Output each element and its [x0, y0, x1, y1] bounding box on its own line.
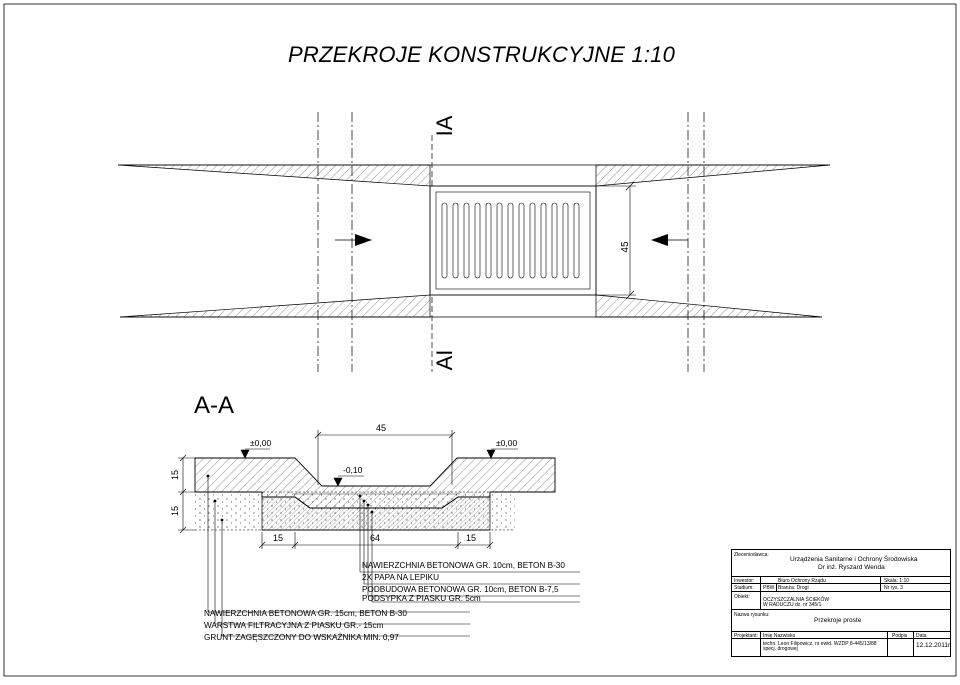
- title-block: Zleceniodawca: Urządzenia Sanitarne i Oc…: [731, 549, 952, 657]
- tb-stadium: PBW: [763, 585, 775, 591]
- section-label: A-A: [194, 392, 235, 419]
- tb-obiekt-2: W RADUCZU dz. nr 345/1: [763, 602, 822, 608]
- grating-inner: [435, 191, 591, 290]
- tb-row-inwestor: Inwestor: Biuro Ochrony Rządu Skala: 1:1…: [732, 576, 950, 584]
- dim-bottom-1: 15: [273, 533, 283, 543]
- dim-top-value: 45: [376, 423, 386, 433]
- tb-obiekt-1: OCZYSZCZALNIA ŚCIEKÓW: [763, 597, 830, 603]
- level-mid-value: -0,10: [343, 465, 363, 475]
- tb-zleceniodawca-1: Urządzenia Sanitarne i Ochrony Środowisk…: [790, 556, 918, 563]
- dim-bottom-2: 64: [370, 533, 380, 543]
- tb-row-nazwa: Nazwa rysunku: Przekroje proste: [732, 609, 950, 631]
- legend-channel-4: PODSYPKA Z PIASKU GR. 5cm: [362, 594, 481, 603]
- legend-side-2: WARSTWA FILTRACYJNA Z PIASKU GR.- 15cm: [204, 621, 384, 630]
- tb-projektant-1: techn. Leon Filipowicz, nr ewid. WZDP 8-…: [763, 641, 877, 647]
- tb-row-stadium: Stadium: PBW Branża: Drogi Nr rys. 3: [732, 583, 950, 591]
- plan-upper-right-band: [595, 164, 831, 187]
- grating-slots: [441, 202, 580, 279]
- dim-left: [178, 454, 195, 534]
- tb-zleceniodawca-label: Zleceniodawca:: [734, 552, 769, 558]
- tb-zleceniodawca-2: Dr inż. Ryszard Wenda: [818, 564, 885, 571]
- tb-obiekt-label: Obiekt:: [734, 594, 750, 600]
- level-left-value: ±0,00: [250, 438, 271, 448]
- tb-inwestor: Biuro Ochrony Rządu: [778, 578, 826, 584]
- tb-col-imie: Imię Nazwisko: [763, 633, 796, 639]
- legend-channel-2: 2X PAPA NA LEPIKU: [362, 573, 440, 582]
- plan-view: 45 IA AI: [117, 112, 831, 372]
- dim-top: [314, 430, 456, 485]
- dim-left-lower: 15: [170, 506, 180, 516]
- section-arrow-left: [335, 234, 372, 246]
- dim-left-upper: 15: [170, 470, 180, 480]
- plan-lower-left-band: [119, 294, 431, 318]
- leaders: [207, 475, 580, 637]
- level-left: [240, 448, 270, 459]
- level-mid: [333, 475, 364, 487]
- tb-col-data: Data: [916, 633, 927, 639]
- tb-skala: Skala: 1:10: [884, 578, 910, 584]
- plan-dimension: [596, 181, 636, 300]
- legend-side-1: NAWIERZCHNIA BETONOWA GR. 15cm, BETON B-…: [204, 609, 407, 618]
- legend-channel-3: PODBUDOWA BETONOWA GR. 10cm, BETON B-7,5: [362, 585, 559, 594]
- tb-nazwa: Przekroje proste: [814, 617, 862, 624]
- tb-projektant-label: Projektant:: [734, 633, 758, 639]
- tb-data: 12.12.2011r.: [916, 642, 952, 649]
- dim-bottom: [258, 532, 494, 549]
- tb-row-header: Imię Nazwisko Podpis Data: [732, 631, 950, 639]
- sheet-frame: [3, 3, 957, 677]
- tb-row-projektant: Projektant: techn. Leon Filipowicz, nr e…: [732, 633, 952, 657]
- tb-projektant-2: specj. drogowej: [763, 646, 798, 652]
- tb-inwestor-label: Inwestor:: [734, 578, 755, 584]
- tb-nr-rys: Nr rys. 3: [884, 585, 903, 591]
- tb-stadium-label: Stadium:: [734, 585, 754, 591]
- plan-dimension-value: 45: [620, 241, 631, 253]
- plan-label-top: IA: [432, 115, 457, 136]
- tb-branza: Branża: Drogi: [778, 585, 809, 591]
- tb-row-obiekt: Obiekt: OCZYSZCZALNIA ŚCIEKÓW W RADUCZU …: [732, 591, 950, 609]
- level-right-value: ±0,00: [496, 438, 517, 448]
- level-right: [486, 448, 518, 459]
- drawing-title: PRZEKROJE KONSTRUKCYJNE 1:10: [288, 42, 676, 67]
- section-arrow-right: [651, 234, 688, 246]
- plan-lower-right-band: [595, 294, 823, 318]
- legend-channel-1: NAWIERZCHNIA BETONOWA GR. 10cm, BETON B-…: [362, 561, 565, 570]
- tb-col-podpis: Podpis: [892, 633, 908, 639]
- legend-side-3: GRUNT ZAGĘSZCZONY DO WSKAŹNIKA MIN. 0,97: [204, 633, 399, 642]
- tb-nazwa-label: Nazwa rysunku:: [734, 612, 770, 618]
- section-view: ±0,00 ±0,00 -0,10 45: [170, 423, 580, 637]
- plan-upper-left-band: [117, 164, 431, 187]
- dim-bottom-3: 15: [466, 533, 476, 543]
- plan-label-bottom: AI: [432, 350, 457, 371]
